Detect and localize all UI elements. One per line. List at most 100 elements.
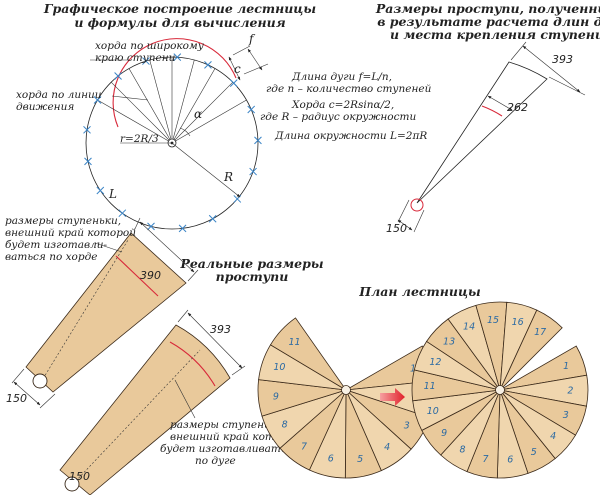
- tread-chord-red-line: [115, 255, 159, 297]
- tread-chord: 390 150 размеры ступеньки, внешний край …: [5, 215, 199, 409]
- plan-step-number: 9: [441, 428, 447, 439]
- division-mark: [208, 214, 217, 223]
- graphic-construction: хорда по широкому краю ступени хорда по …: [16, 32, 269, 233]
- division-mark: [147, 222, 155, 231]
- title-sizes-line2: в результате расчета длин дуг: [377, 14, 600, 29]
- plan-step-number: 11: [424, 381, 436, 392]
- division-mark: [254, 136, 262, 145]
- division-mark: [229, 79, 238, 87]
- plan-step-number: 6: [507, 455, 513, 466]
- division-mark: [249, 167, 257, 176]
- division-mark: [114, 72, 122, 80]
- tread-arc-hole: [64, 476, 80, 492]
- sector-walking-arc: [481, 105, 503, 117]
- title-real-line2: проступи: [216, 269, 289, 284]
- division-mark: [118, 209, 127, 218]
- formulas: Длина дуги f=L/n, где n – количество сту…: [260, 71, 432, 142]
- plan-step-number: 14: [463, 322, 475, 333]
- f-dim-ext: [232, 45, 251, 56]
- plan-step-number: 2: [567, 386, 573, 397]
- plan-step-number: 7: [301, 442, 307, 453]
- division-mark: [173, 53, 182, 62]
- ext-393-b: [548, 76, 586, 96]
- alpha-arc: [179, 127, 191, 137]
- plan-step-number: 5: [531, 447, 537, 458]
- plan-step-number: 8: [282, 420, 288, 431]
- step-division-lines: [97, 57, 247, 144]
- sector-sizes: 393 262 150: [386, 41, 586, 235]
- note-arc-2: внешний край которой: [170, 431, 301, 443]
- division-mark: [204, 61, 212, 69]
- plan-center-pole: [495, 385, 505, 395]
- ext-390-a: [133, 217, 141, 232]
- division-spoke: [171, 68, 216, 144]
- ext-390-b: [187, 269, 199, 282]
- plan-step-number: 16: [512, 317, 524, 328]
- division-mark: [83, 125, 91, 134]
- tread-arc-centerline: [72, 349, 201, 485]
- f-dim-line: [247, 48, 263, 71]
- plan-step-number: 1: [563, 361, 569, 372]
- label-chord-wide-2: краю ступени: [95, 52, 176, 64]
- division-spoke: [110, 81, 173, 144]
- ext-393c-a: [177, 309, 189, 323]
- leader-arc-note: [174, 379, 196, 419]
- plan-step-number: 5: [357, 454, 363, 465]
- leader-chord-note: [94, 242, 123, 253]
- plan-step-number: 10: [427, 406, 439, 417]
- label-chord-move-1: хорда по линии: [16, 89, 102, 101]
- tread-arc: 393 150 размеры ступеньки, внешний край …: [59, 309, 301, 495]
- tread-chord-hole: [32, 373, 48, 389]
- ext-393c-b: [231, 365, 246, 376]
- walking-line-arc: [112, 38, 237, 128]
- division-spoke: [171, 81, 234, 144]
- division-spoke: [97, 99, 173, 144]
- division-mark: [96, 186, 105, 195]
- division-mark: [84, 157, 92, 166]
- dim-line-393: [522, 45, 581, 93]
- plan-step-number: 10: [273, 362, 285, 373]
- plan-step-number: 17: [534, 327, 546, 338]
- plan-step-number: 3: [404, 420, 410, 431]
- dim-label-262: 262: [507, 101, 528, 114]
- plan-step: [269, 317, 347, 391]
- division-spoke: [149, 59, 173, 144]
- plan-step-number: 13: [443, 336, 455, 347]
- label-c: c: [234, 62, 241, 76]
- plan-step: [499, 309, 563, 391]
- note-chord-3: будет изготавли-: [5, 239, 108, 251]
- plan-step-number: 4: [384, 442, 390, 453]
- note-chord-1: размеры ступеньки,: [5, 215, 121, 227]
- label-radius-big: R: [223, 170, 233, 184]
- dim-label-150-arc: 150: [69, 470, 90, 483]
- plan-step-number: 3: [563, 410, 569, 421]
- plan-step-number: 1: [410, 363, 416, 374]
- note-arc-4: по дуге: [195, 455, 236, 467]
- plan-step-number: 11: [288, 337, 300, 348]
- title-sizes-line3: и места крепления ступени: [390, 27, 600, 42]
- dim-label-150: 150: [386, 222, 407, 235]
- ext-150c-a: [11, 368, 25, 384]
- title-graphic-line2: и формулы для вычисления: [74, 15, 285, 30]
- dim-line-390: [139, 221, 195, 273]
- ext-393-a: [510, 41, 527, 61]
- dim-line-150-chord: [13, 381, 41, 406]
- label-radius-small: r=2R/3: [120, 133, 159, 145]
- formula-arc-1: Длина дуги f=L/n,: [291, 71, 392, 83]
- label-chord-move-2: движения: [16, 101, 74, 113]
- title-real-line1: Реальные размеры: [179, 256, 323, 271]
- division-mark: [93, 96, 102, 104]
- dim-label-393: 393: [552, 53, 573, 66]
- title-plan: План лестницы: [358, 284, 481, 299]
- formula-arc-2: где n – количество ступеней: [266, 83, 432, 95]
- radius-big-line: [171, 142, 241, 198]
- dim-line-393-arc: [187, 312, 243, 369]
- c-dim-line: [228, 56, 241, 81]
- dim-label-393-arc: 393: [210, 323, 231, 336]
- label-circumference: L: [108, 187, 117, 201]
- dim-label-150-chord: 150: [6, 392, 27, 405]
- formula-circumference: Длина окружности L=2πR: [274, 130, 427, 142]
